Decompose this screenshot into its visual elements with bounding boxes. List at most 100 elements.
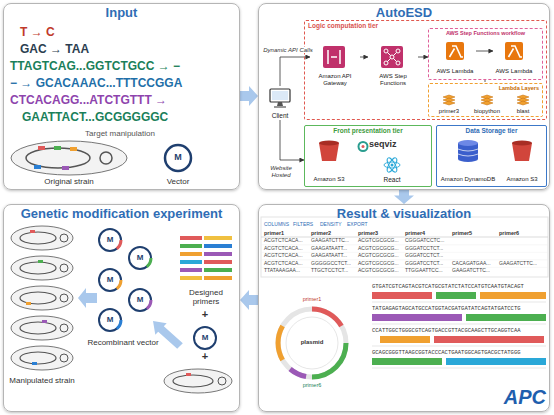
table-cell: TTATAAAGAA... (264, 268, 309, 274)
tier-title: Data Storage tier (440, 127, 543, 134)
recombinant-vectors-part (99, 229, 121, 251)
figure-label: Designed primers (176, 288, 236, 306)
vector-and-strain (164, 327, 232, 393)
aws-icons-part (450, 46, 464, 57)
figure-label: Vector (153, 177, 203, 186)
column-header: primer3 (358, 230, 403, 236)
manipulated-strains-part (30, 230, 35, 233)
service-node: AWS Lambda (434, 40, 476, 76)
connector-line (280, 57, 310, 86)
toolbar-item: EXPORT (347, 222, 374, 228)
toolbar-item: FILTERS (293, 222, 320, 228)
primer-bars-part (204, 244, 232, 248)
original-strain-part (26, 148, 90, 168)
column-header: primer4 (405, 230, 450, 236)
aws-icons-part (481, 101, 493, 105)
recombinant-vectors (99, 229, 151, 331)
flow-arrows (78, 288, 183, 349)
aws-icons-part (384, 61, 388, 65)
original-strain-part (11, 141, 127, 175)
sequence-viewer-part (372, 292, 432, 299)
manipulated-strains-part (60, 324, 68, 332)
node-label: primer3 (430, 108, 468, 115)
node-label: AWS Lambda (432, 68, 478, 75)
toolbar-item: COLUMNS (264, 222, 291, 228)
plasmid-marker: M (134, 253, 146, 262)
edge-label: Website Hosted (260, 165, 302, 179)
sequence-text: CCATTGGCTGGGCGTCAGTGACCGTTACGCAAGCTTGCAG… (372, 328, 548, 334)
aws-icons-part (391, 164, 394, 167)
sequence-viewer-part (436, 292, 476, 299)
manipulated-strains-part (11, 226, 73, 250)
table-cell: ACGTCTCACA... (264, 246, 309, 252)
aws-icons-part (381, 46, 403, 68)
table-cell: GAAGATAATT... (311, 253, 356, 259)
column-header: primer5 (452, 230, 497, 236)
sequence-edit: GAC → TAA (20, 43, 230, 57)
column-header: primer6 (499, 230, 544, 236)
result-table-part (261, 244, 548, 245)
primer-bars-part (180, 276, 202, 280)
aws-icons-part (512, 141, 532, 146)
result-table-part (261, 237, 548, 238)
sequence-text: TATGAGAGTAGCATGCCATGGTACGATGATATCAGTATGA… (372, 306, 548, 312)
table-cell: TTGGAATTCC... (405, 268, 450, 274)
aws-icons-part (396, 61, 400, 65)
vector-and-strain-part (186, 373, 191, 376)
vector-and-strain-part (218, 377, 226, 385)
connector-line (418, 57, 428, 58)
plasmid-marker: M (199, 333, 211, 342)
table-cell: GAAGATCTTC... (311, 238, 356, 244)
aws-icons-part (443, 101, 455, 105)
panel-title: Input (4, 6, 239, 21)
connector-line (476, 51, 493, 52)
aws-icons-part (505, 42, 523, 60)
original-strain-part (62, 166, 69, 170)
node-label: biopython (467, 108, 507, 115)
block-arrow (240, 86, 258, 106)
plasmid-marker: M (104, 315, 116, 324)
original-strain-part (38, 146, 45, 150)
aws-icons-part (319, 141, 339, 146)
aws-icons-part (384, 162, 400, 168)
aws-icons-part (396, 49, 400, 53)
primer-bars-part (204, 252, 232, 256)
column-header: primer1 (264, 230, 309, 236)
aws-icons-part (458, 156, 478, 162)
tier-box: Data Storage tierAmazon DynamoDBAmazon S… (436, 125, 547, 187)
manipulated-strains-part (20, 262, 56, 274)
plasmid-map-part (312, 343, 346, 377)
panel-title: Genetic modification experiment (4, 207, 239, 222)
sequence-viewer-part (446, 358, 546, 365)
node-label: Amazon API Gateway (308, 73, 362, 87)
manipulated-strains-part (11, 316, 73, 340)
node-label: Amazon S3 (498, 176, 546, 183)
table-cell: GGGATCCTCT... (405, 246, 450, 252)
workflow-box: AWS Step Functions workflowAWS LambdaAWS… (428, 28, 543, 80)
vector-and-strain-part (173, 375, 213, 387)
node-label: AWS Step Functions (366, 73, 420, 87)
recombinant-vectors-part (129, 289, 151, 311)
aws-icons-part (446, 42, 464, 60)
primer-bars-part (180, 252, 202, 256)
aws-icons-part (517, 101, 529, 105)
primer-bars-part (180, 244, 202, 248)
aws-icons-part (386, 51, 398, 63)
aws-icons (270, 42, 532, 173)
aws-icons-part (270, 89, 290, 102)
aws-icons-part (458, 149, 478, 156)
manipulated-strains-part (11, 286, 73, 310)
panel-title: Result & visualization (259, 207, 549, 222)
table-cell: GAAGATAATT... (311, 246, 356, 252)
logo-text: APC (480, 386, 546, 409)
manipulated-strains-part (20, 232, 56, 244)
manipulated-strains-part (60, 264, 68, 272)
aws-icons-part (323, 46, 345, 68)
primer-bars-part (204, 268, 232, 272)
service-node: Amazon S3 (500, 138, 544, 184)
table-cell: ACGTCGCGCG... (358, 238, 403, 244)
primer-label: primer1 (290, 296, 334, 302)
sequence-viewer-part (434, 336, 544, 343)
vector-and-strain-part (194, 327, 216, 349)
table-cell: ACGTCGCGCG... (358, 246, 403, 252)
